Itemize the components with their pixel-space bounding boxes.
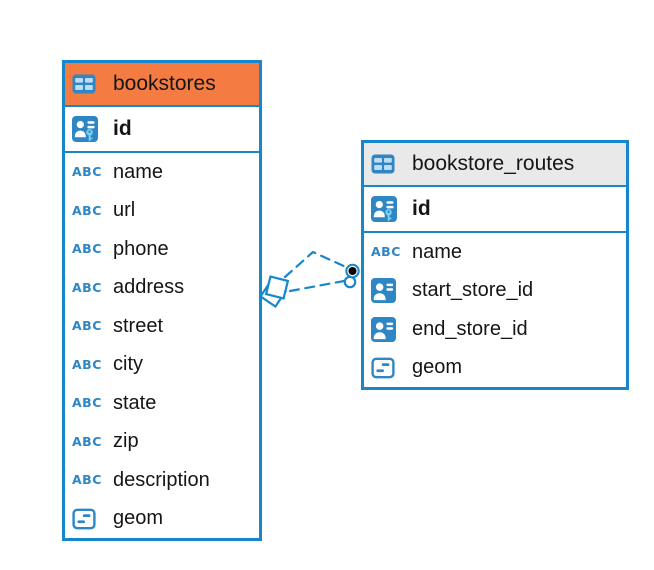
column-row-name[interactable]: ABC name xyxy=(364,233,626,272)
relationship-endpoint-markers xyxy=(343,263,360,289)
column-name: geom xyxy=(113,507,164,530)
text-type-icon: ABC xyxy=(72,279,102,295)
relationship-bookstores-to-routes[interactable] xyxy=(258,250,360,309)
column-row-start-store-id[interactable]: start_store_id xyxy=(364,272,626,311)
table-bookstore-routes[interactable]: bookstore_routes id ABC name xyxy=(361,140,629,390)
column-row-address[interactable]: ABC address xyxy=(65,269,259,308)
text-type-icon: ABC xyxy=(72,164,102,179)
table-title: bookstores xyxy=(113,72,216,95)
text-type-icon: ABC xyxy=(72,433,102,449)
table-bookstore-routes-header[interactable]: bookstore_routes xyxy=(364,143,626,187)
column-row-name[interactable]: ABC name xyxy=(65,153,259,192)
column-name: address xyxy=(113,276,185,299)
reference-id-icon xyxy=(371,316,403,342)
column-row-pk-id[interactable]: id xyxy=(65,107,259,153)
column-name: url xyxy=(113,199,136,222)
column-row-street[interactable]: ABC street xyxy=(65,307,259,346)
column-row-url[interactable]: ABC url xyxy=(65,192,259,231)
primary-key-icon xyxy=(371,196,403,222)
column-name: id xyxy=(412,197,431,220)
column-row-zip[interactable]: ABC zip xyxy=(65,423,259,462)
relationship-line-upper[interactable] xyxy=(283,250,350,279)
column-name: state xyxy=(113,391,157,414)
column-row-geom[interactable]: geom xyxy=(65,500,259,539)
column-name: name xyxy=(113,160,164,183)
table-icon xyxy=(72,74,104,94)
table-icon xyxy=(371,154,403,174)
column-row-state[interactable]: ABC state xyxy=(65,384,259,423)
relationship-diamond-marker xyxy=(258,275,290,309)
column-row-geom[interactable]: geom xyxy=(364,349,626,388)
column-name: name xyxy=(412,240,463,263)
geometry-type-icon xyxy=(72,507,104,531)
column-row-phone[interactable]: ABC phone xyxy=(65,230,259,269)
table-bookstores[interactable]: bookstores id ABC name xyxy=(62,60,262,541)
primary-key-icon xyxy=(72,116,104,142)
column-name: city xyxy=(113,353,143,376)
text-type-icon: ABC xyxy=(72,356,102,372)
column-name: start_store_id xyxy=(412,279,534,302)
column-row-pk-id[interactable]: id xyxy=(364,187,626,233)
text-type-icon: ABC xyxy=(72,472,102,487)
text-type-icon: ABC xyxy=(371,244,401,259)
text-type-icon: ABC xyxy=(72,241,102,256)
column-row-city[interactable]: ABC city xyxy=(65,346,259,385)
column-name: id xyxy=(113,117,132,140)
text-type-icon: ABC xyxy=(72,202,102,218)
column-row-end-store-id[interactable]: end_store_id xyxy=(364,310,626,349)
geometry-type-icon xyxy=(371,356,403,380)
text-type-icon: ABC xyxy=(72,395,102,410)
column-row-description[interactable]: ABC description xyxy=(65,461,259,500)
table-title: bookstore_routes xyxy=(412,152,575,175)
column-name: zip xyxy=(113,430,139,453)
text-type-icon: ABC xyxy=(72,318,102,333)
relationship-line-lower[interactable] xyxy=(288,279,346,293)
reference-id-icon xyxy=(371,278,403,304)
column-name: geom xyxy=(412,356,463,379)
column-name: end_store_id xyxy=(412,317,528,340)
column-name: phone xyxy=(113,237,169,260)
column-name: description xyxy=(113,468,210,491)
table-bookstores-header[interactable]: bookstores xyxy=(65,63,259,107)
column-name: street xyxy=(113,314,164,337)
